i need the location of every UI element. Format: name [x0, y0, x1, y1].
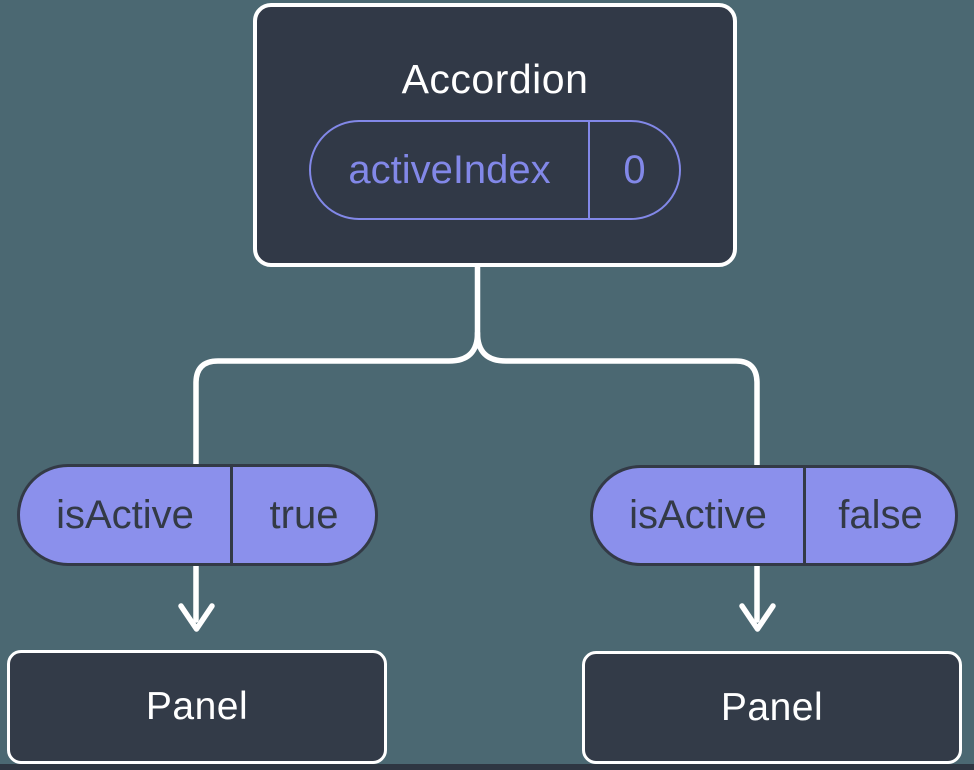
panel-label: Panel [720, 685, 824, 729]
prop-pill-right: isActive false [590, 465, 958, 566]
panel-node-right: Panel [582, 651, 962, 764]
accordion-node: Accordion activeIndex 0 [253, 3, 737, 267]
prop-value: true [230, 467, 375, 563]
panel-label: Panel [145, 685, 249, 728]
connector-right-branch [474, 330, 760, 623]
arrowhead-left-icon [178, 603, 215, 632]
prop-name: isActive [629, 493, 767, 537]
panel-node-left: Panel [7, 650, 387, 764]
bottom-edge-strip [0, 764, 974, 770]
state-value: 0 [588, 122, 679, 218]
arrowhead-right-icon [739, 603, 776, 632]
prop-value: false [803, 468, 955, 563]
state-name: activeIndex [348, 147, 551, 192]
connector-left-branch [193, 262, 481, 623]
state-pill: activeIndex 0 [309, 120, 681, 220]
prop-pill-left: isActive true [17, 464, 378, 566]
prop-name: isActive [56, 492, 194, 537]
accordion-title: Accordion [401, 56, 589, 102]
